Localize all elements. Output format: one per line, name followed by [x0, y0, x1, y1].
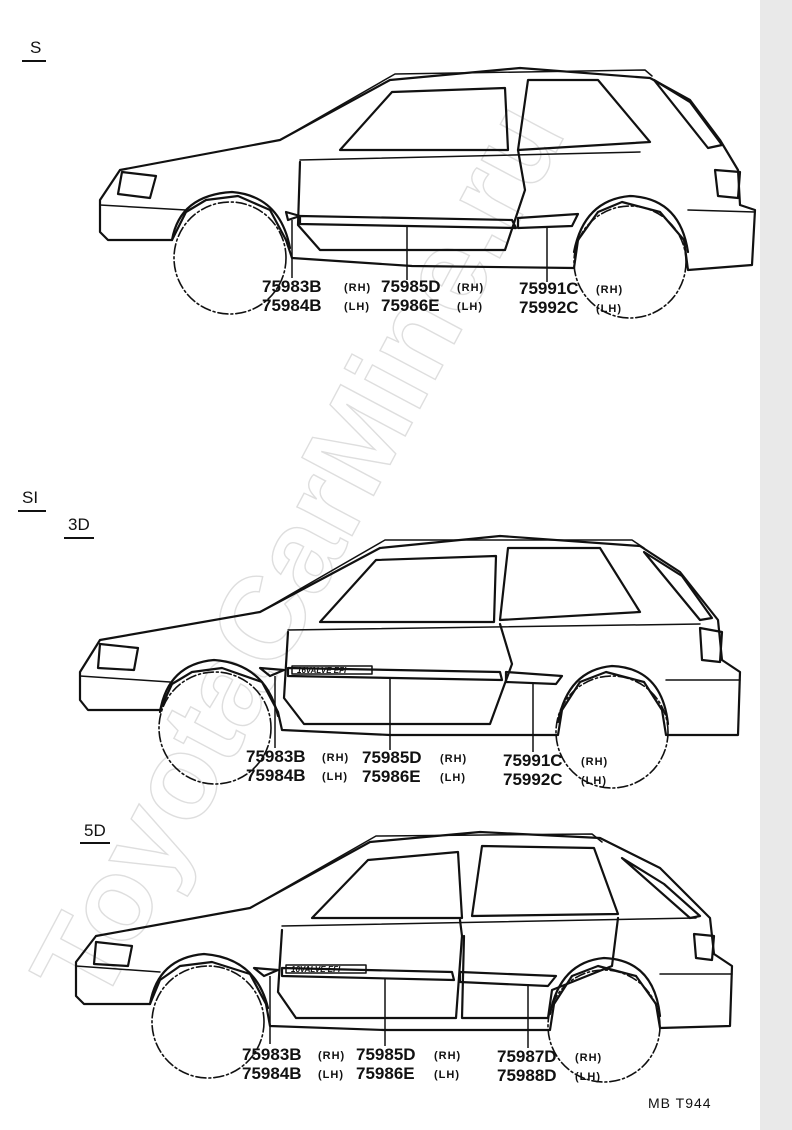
side-label-lh: (LH) [457, 301, 483, 313]
part-number-front-rh: 75983B [262, 277, 322, 296]
parts-door-5d: 75985D (RH) 75986E (LH) [356, 1045, 461, 1083]
section-s: S [22, 38, 757, 319]
side-label-lh: (LH) [581, 775, 607, 787]
side-label-rh: (RH) [434, 1050, 461, 1062]
parts-front-3d: 75983B (RH) 75984B (LH) [246, 747, 349, 785]
part-number-door-rh: 75985D [356, 1045, 416, 1064]
part-number-door-lh: 75986E [381, 296, 440, 315]
car-3door-s [98, 66, 757, 319]
body-moulding-diagram: ToyotaCarMine.ru S [6, 38, 757, 1111]
part-number-rear-rh: 75991C [519, 279, 579, 298]
side-label-rh: (RH) [596, 284, 623, 296]
part-number-rear-lh: 75992C [503, 770, 563, 789]
side-label-lh: (LH) [322, 771, 348, 783]
side-label-rh: (RH) [440, 753, 467, 765]
part-number-rear-rh: 75987D [497, 1047, 557, 1066]
part-number-front-rh: 75983B [242, 1045, 302, 1064]
section-label-3d: 3D [68, 515, 90, 534]
side-label-rh: (RH) [318, 1050, 345, 1062]
car-5door-si: 16VALVE EFI [74, 830, 734, 1083]
side-label-lh: (LH) [344, 301, 370, 313]
part-number-rear-lh: 75988D [497, 1066, 557, 1085]
side-label-lh: (LH) [434, 1069, 460, 1081]
section-label-s: S [30, 38, 41, 57]
part-number-front-rh: 75983B [246, 747, 306, 766]
drawing-reference-code: MB T944 [648, 1095, 712, 1111]
part-number-door-lh: 75986E [362, 767, 421, 786]
badge-16valve-efi: 16VALVE EFI [297, 666, 347, 675]
parts-rear-5d: 75987D (RH) 75988D (LH) [497, 1047, 602, 1085]
section-label-5d: 5D [84, 821, 106, 840]
page-margin-strip [760, 0, 792, 1130]
parts-front-5d: 75983B (RH) 75984B (LH) [242, 1045, 345, 1083]
part-number-front-lh: 75984B [262, 296, 322, 315]
side-label-lh: (LH) [318, 1069, 344, 1081]
parts-rear-s: 75991C (RH) 75992C (LH) [519, 279, 623, 317]
section-label-si: SI [22, 488, 38, 507]
part-number-door-rh: 75985D [381, 277, 441, 296]
part-number-front-lh: 75984B [242, 1064, 302, 1083]
parts-door-s: 75985D (RH) 75986E (LH) [381, 277, 484, 315]
part-number-front-lh: 75984B [246, 766, 306, 785]
side-label-lh: (LH) [440, 772, 466, 784]
side-label-lh: (LH) [575, 1071, 601, 1083]
side-label-lh: (LH) [596, 303, 622, 315]
side-label-rh: (RH) [575, 1052, 602, 1064]
side-label-rh: (RH) [581, 756, 608, 768]
part-number-door-rh: 75985D [362, 748, 422, 767]
parts-door-3d: 75985D (RH) 75986E (LH) [362, 748, 467, 786]
parts-front-s: 75983B (RH) 75984B (LH) [262, 277, 371, 315]
badge-16valve-efi: 16VALVE EFI [291, 965, 341, 974]
section-si-3d: SI 3D [18, 488, 742, 789]
part-number-rear-rh: 75991C [503, 751, 563, 770]
section-si-5d: 5D [74, 821, 734, 1085]
car-3door-si: 16VALVE EFI [78, 534, 742, 789]
side-label-rh: (RH) [344, 282, 371, 294]
side-label-rh: (RH) [322, 752, 349, 764]
part-number-door-lh: 75986E [356, 1064, 415, 1083]
part-number-rear-lh: 75992C [519, 298, 579, 317]
side-label-rh: (RH) [457, 282, 484, 294]
parts-rear-3d: 75991C (RH) 75992C (LH) [503, 751, 608, 789]
